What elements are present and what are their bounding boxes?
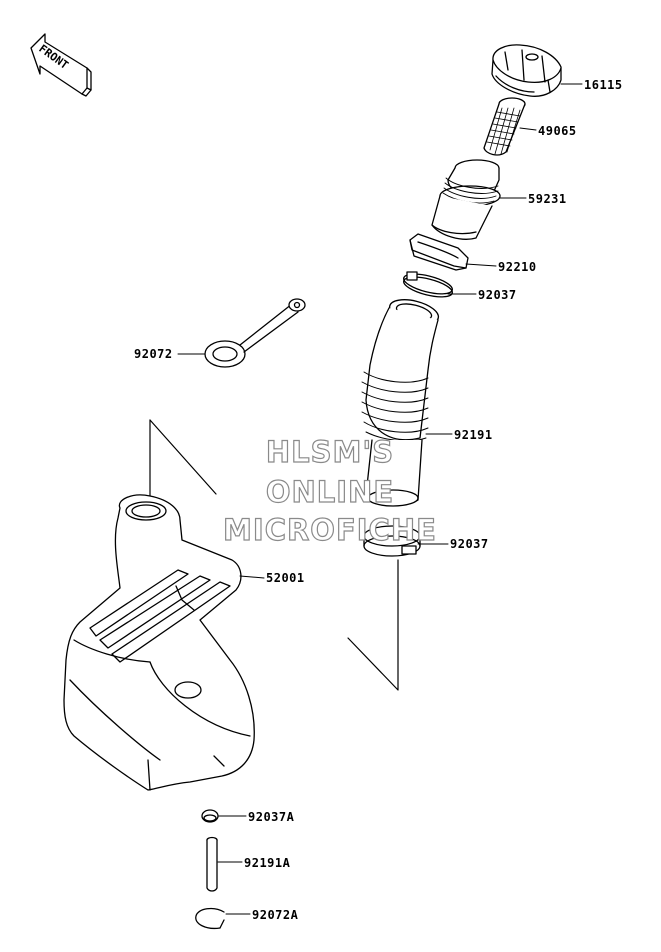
part-number-92072[interactable]: 92072 bbox=[134, 347, 173, 361]
part-number-49065[interactable]: 49065 bbox=[538, 124, 577, 138]
filler-neck-icon bbox=[431, 159, 501, 240]
small-clamp-icon bbox=[201, 809, 219, 823]
part-number-92210[interactable]: 92210 bbox=[498, 260, 537, 274]
part-number-92191a[interactable]: 92191A bbox=[244, 856, 291, 870]
small-hose-icon bbox=[206, 836, 218, 892]
part-number-92072a[interactable]: 92072A bbox=[252, 908, 299, 922]
tether-icon bbox=[204, 298, 306, 368]
watermark-line-2: ONLINE bbox=[265, 475, 395, 509]
part-number-92037a[interactable]: 92037A bbox=[248, 810, 295, 824]
cap-icon bbox=[491, 44, 562, 97]
watermark-line-3: MICROFICHE bbox=[222, 513, 437, 547]
part-number-92037-top[interactable]: 92037 bbox=[478, 288, 517, 302]
part-number-92191[interactable]: 92191 bbox=[454, 428, 493, 442]
front-arrow-icon bbox=[30, 33, 92, 97]
watermark-line-1: HLSM'S bbox=[265, 435, 395, 469]
part-number-92037-bottom[interactable]: 92037 bbox=[450, 537, 489, 551]
nut-icon bbox=[409, 233, 469, 271]
part-number-59231[interactable]: 59231 bbox=[528, 192, 567, 206]
hose-icon bbox=[361, 299, 440, 507]
leader-lines bbox=[177, 83, 583, 915]
part-number-16115[interactable]: 16115 bbox=[584, 78, 623, 92]
tank-icon bbox=[63, 494, 255, 791]
clamp-icon bbox=[403, 271, 453, 298]
retainer-clip-icon bbox=[195, 907, 225, 930]
clamp-bottom-icon bbox=[363, 525, 421, 557]
strainer-icon bbox=[483, 97, 526, 156]
part-number-52001[interactable]: 52001 bbox=[266, 571, 305, 585]
